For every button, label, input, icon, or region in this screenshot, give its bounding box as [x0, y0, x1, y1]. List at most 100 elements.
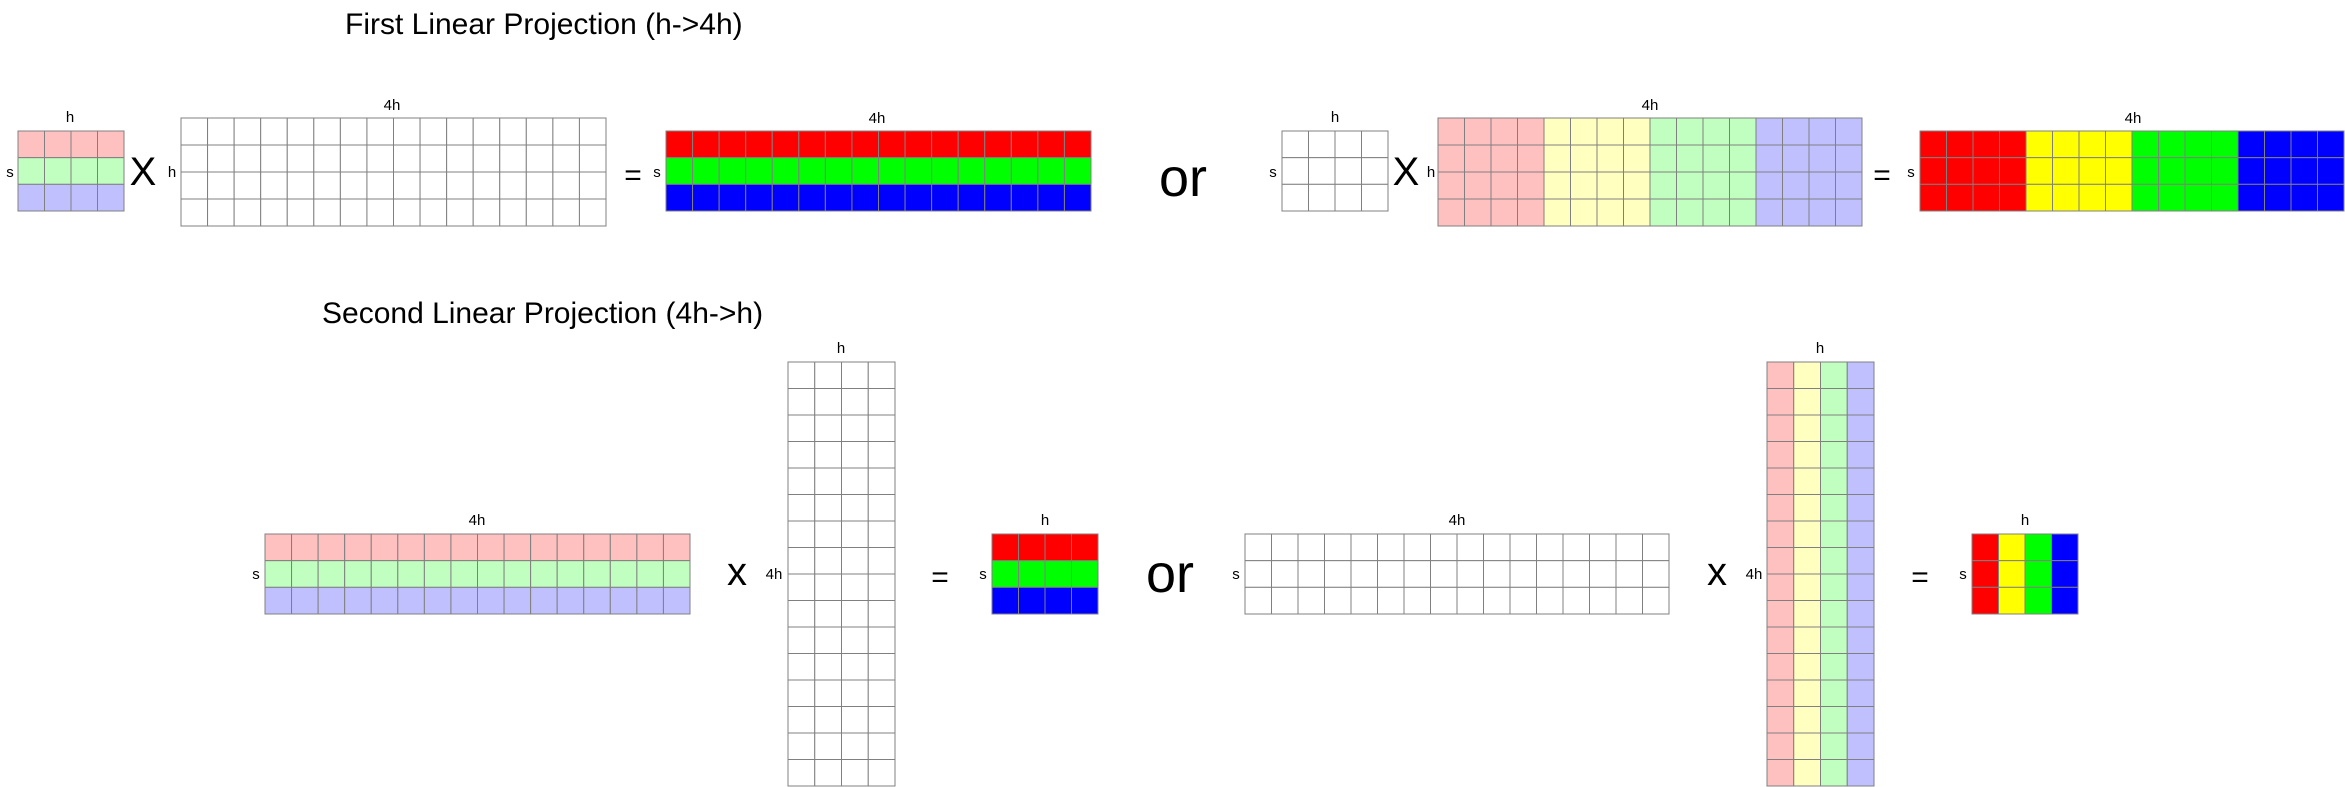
a1-times-sign: X	[130, 150, 157, 194]
a1-input-h-label: h	[66, 109, 74, 126]
a2-input-matrix-cell	[450, 586, 479, 615]
a1-input-matrix-cell	[97, 130, 125, 159]
a2-input-matrix-cell	[583, 533, 611, 562]
a2-input-matrix-cell	[609, 586, 638, 615]
b1-weight-matrix-cell	[1649, 171, 1677, 200]
b2-weight-matrix-cell	[1793, 388, 1821, 416]
b2-input-matrix-cell	[1324, 533, 1352, 562]
a1-input-matrix-cell	[70, 157, 98, 185]
b2-weight-matrix-cell	[1820, 361, 1848, 389]
a1-weight-matrix-cell	[286, 198, 315, 227]
b2-input-matrix-cell	[1350, 533, 1378, 562]
a1-weight-matrix-cell	[472, 198, 501, 227]
a2-input-matrix-cell	[609, 533, 638, 562]
b2-weight-matrix-cell	[1820, 520, 1848, 548]
b2-input-matrix-cell	[1403, 533, 1431, 562]
a2-input-matrix-cell	[609, 560, 638, 588]
second-projection-title: Second Linear Projection (4h->h)	[322, 297, 763, 330]
b2-weight-matrix-cell	[1846, 706, 1875, 734]
a2-weight-matrix-cell	[867, 600, 896, 628]
a2-weight-matrix-cell	[814, 361, 842, 389]
a2-weight-matrix-cell	[867, 679, 896, 707]
a2-input-matrix-cell	[423, 560, 452, 588]
b2-input-matrix-cell	[1430, 586, 1458, 615]
b1-weight-matrix-cell	[1464, 117, 1492, 146]
a1-output-matrix-cell	[1063, 157, 1092, 185]
a1-output-matrix-cell	[771, 157, 800, 185]
b1-output-matrix-cell	[2158, 183, 2186, 212]
a2-weight-matrix-cell	[787, 467, 816, 495]
a2-weight-matrix-cell	[867, 573, 896, 601]
a2-weight-matrix-cell	[787, 759, 816, 787]
b1-input-matrix-cell	[1308, 157, 1336, 185]
a2-output-matrix-cell	[991, 586, 1019, 615]
a1-weight-matrix-cell	[233, 171, 262, 200]
a1-weight-matrix-cell	[472, 117, 501, 146]
b2-weight-matrix-cell	[1793, 414, 1821, 442]
a1-weight-matrix-cell	[339, 171, 368, 200]
a2-weight-matrix-cell	[841, 600, 869, 628]
a2-output-matrix-cell	[1044, 560, 1072, 588]
a1-output-matrix-cell	[1037, 130, 1065, 159]
a2-weight-matrix-cell	[787, 573, 816, 601]
b1-output-matrix-cell	[2211, 130, 2239, 159]
b2-weight-matrix-cell	[1846, 547, 1875, 575]
a2-output-matrix	[991, 533, 1099, 615]
b1-output-matrix-cell	[1919, 157, 1947, 185]
a2-weight-matrix-cell	[787, 441, 816, 469]
b1-weight-matrix-cell	[1490, 117, 1518, 146]
a1-output-matrix-cell	[745, 157, 773, 185]
b2-input-matrix	[1244, 533, 1670, 615]
a1-weight-matrix-cell	[313, 198, 341, 227]
b2-weight-matrix-cell	[1820, 679, 1848, 707]
b2-input-matrix-cell	[1403, 586, 1431, 615]
b1-output-matrix-cell	[1919, 183, 1947, 212]
b1-weight-matrix-cell	[1676, 117, 1704, 146]
b2-input-matrix-cell	[1509, 560, 1537, 588]
a1-weight-4h-label: 4h	[384, 97, 401, 114]
b2-input-matrix-cell	[1297, 560, 1325, 588]
a2-weight-matrix-cell	[814, 547, 842, 575]
b1-weight-matrix-cell	[1808, 171, 1836, 200]
a2-input-matrix-cell	[344, 533, 372, 562]
b2-input-matrix-cell	[1615, 533, 1643, 562]
a1-output-matrix-cell	[957, 183, 986, 212]
b2-output-matrix-cell	[2024, 586, 2052, 615]
b2-output-matrix-cell	[1971, 533, 1999, 562]
a1-weight-matrix-cell	[525, 144, 554, 173]
a1-output-matrix-cell	[824, 157, 853, 185]
a1-weight-matrix-cell	[419, 171, 448, 200]
b2-output-matrix-cell	[2051, 560, 2079, 588]
b1-weight-matrix-cell	[1729, 198, 1757, 227]
a2-input-4h-label: 4h	[469, 512, 486, 529]
b1-output-matrix-cell	[2078, 157, 2106, 185]
b2-weight-matrix-cell	[1793, 626, 1821, 654]
b2-weight-matrix-cell	[1820, 653, 1848, 681]
a1-output-matrix-cell	[984, 183, 1012, 212]
a2-input-matrix-cell	[344, 586, 372, 615]
a1-weight-matrix-cell	[552, 171, 580, 200]
a2-weight-matrix-cell	[841, 520, 869, 548]
a1-output-matrix-cell	[745, 183, 773, 212]
a2-weight-matrix-cell	[867, 441, 896, 469]
b2-input-matrix-cell	[1589, 533, 1617, 562]
b1-output-matrix-cell	[2237, 183, 2265, 212]
b1-weight-matrix-cell	[1808, 144, 1836, 173]
b2-input-matrix-cell	[1244, 586, 1272, 615]
a2-input-matrix-cell	[636, 586, 664, 615]
b1-output-matrix-cell	[1999, 157, 2027, 185]
a1-output-matrix-cell	[745, 130, 773, 159]
b2-weight-matrix-cell	[1846, 361, 1875, 389]
a1-weight-matrix-cell	[472, 171, 501, 200]
a1-weight-matrix-cell	[207, 198, 235, 227]
a2-weight-matrix-cell	[787, 732, 816, 760]
a1-input-matrix-cell	[17, 130, 45, 159]
b2-input-matrix-cell	[1483, 586, 1511, 615]
b1-weight-matrix-cell	[1570, 117, 1598, 146]
b1-output-matrix-cell	[2237, 157, 2265, 185]
a2-weight-matrix-cell	[814, 414, 842, 442]
a2-weight-matrix-cell	[814, 441, 842, 469]
b2-weight-matrix-cell	[1820, 759, 1848, 787]
b1-weight-matrix-cell	[1676, 171, 1704, 200]
a2-input-matrix-cell	[423, 586, 452, 615]
